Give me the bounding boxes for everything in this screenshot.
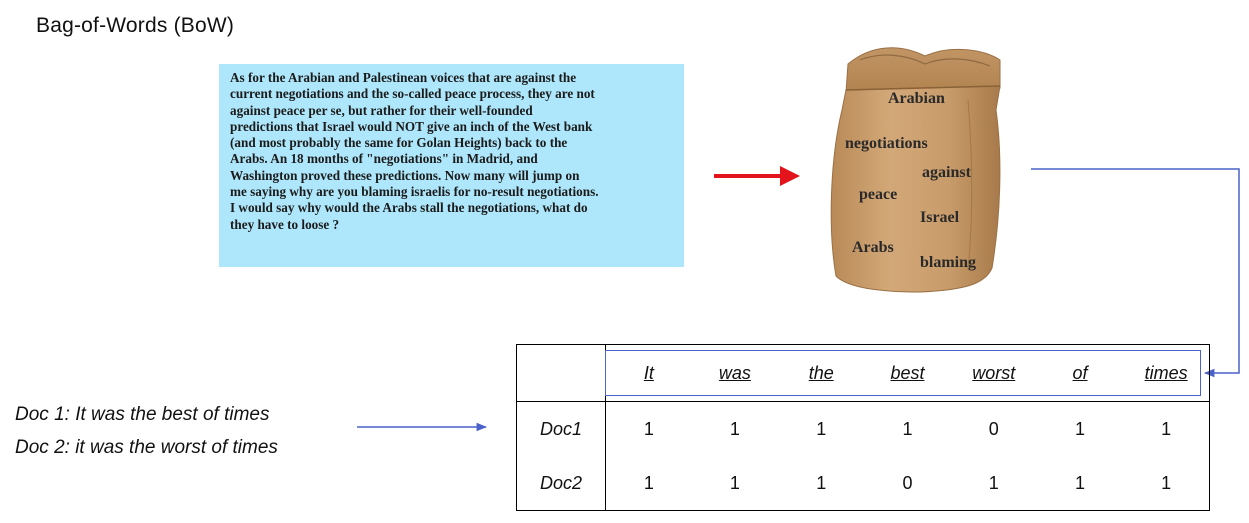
bag-word: Israel <box>920 209 960 226</box>
vocab-term: was <box>691 344 779 402</box>
count-cell: 1 <box>816 472 827 493</box>
count-cell: 1 <box>1161 418 1172 439</box>
corner-cell <box>516 344 606 402</box>
count-cell: 1 <box>729 418 740 439</box>
row-label: Doc1 <box>516 401 606 456</box>
vocab-term: the <box>778 344 865 402</box>
bag-word: negotiations <box>845 135 928 152</box>
table-row: Doc2 1 1 1 0 1 1 1 <box>516 456 1210 511</box>
count-cell: 0 <box>902 472 913 493</box>
count-cell: 1 <box>643 418 654 439</box>
count-cell: 1 <box>1161 472 1172 493</box>
bow-matrix-table: It was the best worst of times Doc1 1 1 … <box>516 344 1210 511</box>
document-list: Doc 1: It was the best of times Doc 2: i… <box>15 398 278 464</box>
vocab-term: of <box>1036 344 1124 402</box>
count-cell: 1 <box>1075 418 1086 439</box>
count-cell: 1 <box>902 418 913 439</box>
count-cell: 0 <box>988 418 999 439</box>
doc-sentence-1: Doc 1: It was the best of times <box>15 404 270 425</box>
table-row: Doc1 1 1 1 1 0 1 1 <box>516 401 1210 456</box>
row-label: Doc2 <box>516 456 606 511</box>
blue-connector-arrow <box>1031 168 1240 378</box>
source-text-passage: As for the Arabian and Palestinean voice… <box>219 64 684 267</box>
count-cell: 1 <box>643 472 654 493</box>
vocabulary-header-row: It was the best worst of times <box>516 344 1210 402</box>
count-cell: 1 <box>1075 472 1086 493</box>
count-cell: 1 <box>988 472 999 493</box>
count-cell: 1 <box>729 472 740 493</box>
paper-bag-illustration <box>830 47 1001 293</box>
count-cell: 1 <box>816 418 827 439</box>
vocab-term: times <box>1123 344 1210 402</box>
vocab-term: best <box>864 344 951 402</box>
vocab-term: It <box>605 344 692 402</box>
bag-word: against <box>922 164 972 181</box>
diagram-title: Bag-of-Words (BoW) <box>36 14 235 37</box>
bag-word: blaming <box>920 254 976 271</box>
doc-sentence-2: Doc 2: it was the worst of times <box>15 437 278 458</box>
bag-word: Arabian <box>888 90 945 107</box>
bag-word: Arabs <box>852 239 894 256</box>
vocab-term: worst <box>950 344 1037 402</box>
bag-word: peace <box>859 186 897 203</box>
